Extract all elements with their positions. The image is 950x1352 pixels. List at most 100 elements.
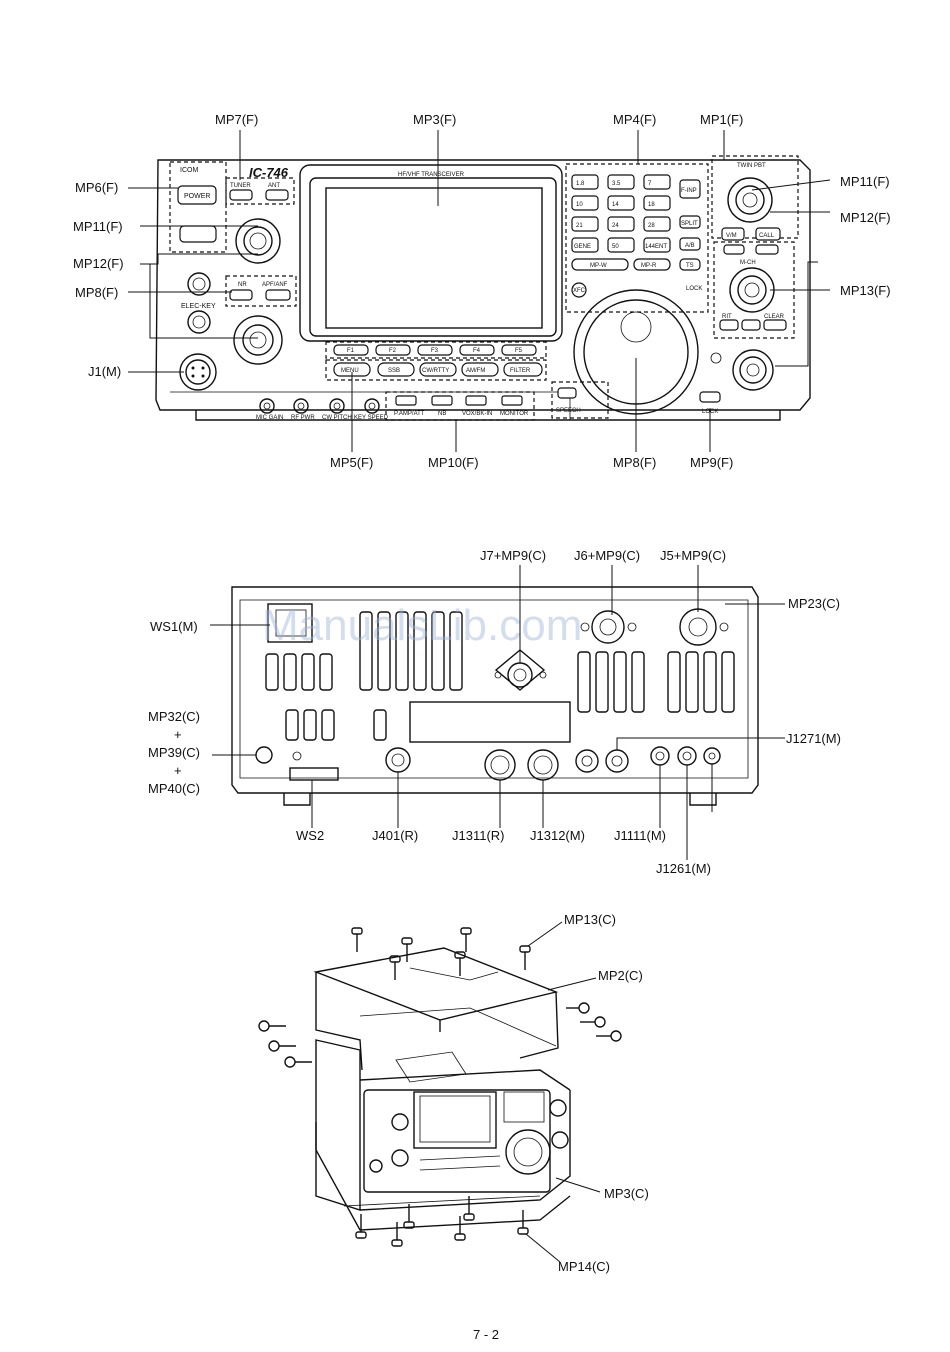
power-button bbox=[177, 185, 217, 205]
key-10: 10 bbox=[576, 202, 583, 208]
am-fm-label: AM/FM bbox=[466, 368, 485, 374]
key-28: 28 bbox=[648, 223, 655, 229]
monitor-label: MONITOR bbox=[500, 411, 529, 417]
band-keypad: 1.8 3.5 7 10 14 18 21 24 28 GENE 50 144E… bbox=[571, 174, 702, 298]
ab-label: A/B bbox=[685, 243, 695, 249]
callout-mp6: MP6(F) bbox=[75, 180, 118, 195]
bottom-button-row: P.AMP/ATT NB VOX/BK-IN MONITOR bbox=[394, 395, 529, 417]
callout-j1111: J1111(M) bbox=[614, 828, 666, 843]
lower-knob-row: MIC GAIN RF PWR CW PITCH KEY SPEED bbox=[256, 398, 389, 421]
ssb-label: SSB bbox=[388, 368, 400, 374]
rear-panel-drawing bbox=[231, 586, 759, 806]
callout-mp8-left: MP8(F) bbox=[75, 285, 118, 300]
callout-j7: J7+MP9(C) bbox=[480, 548, 546, 563]
ant-label: ANT bbox=[268, 183, 280, 189]
callout-mp40: MP40(C) bbox=[148, 781, 200, 796]
callout-mp13: MP13(F) bbox=[840, 283, 891, 298]
speech-label: SPEECH bbox=[556, 408, 581, 414]
rf-pwr-label: RF PWR bbox=[291, 415, 315, 421]
mp-w-label: MP-W bbox=[590, 263, 607, 269]
filter-label: FILTER bbox=[510, 368, 531, 374]
page-number: 7 - 2 bbox=[473, 1327, 499, 1342]
key-50: 50 bbox=[612, 244, 619, 250]
callout-j6: J6+MP9(C) bbox=[574, 548, 640, 563]
key-14: 14 bbox=[612, 202, 619, 208]
callout-mp4: MP4(F) bbox=[613, 112, 656, 127]
callout-j1312: J1312(M) bbox=[530, 828, 585, 843]
f5-label: F5 bbox=[515, 348, 523, 354]
callout-j1311: J1311(R) bbox=[452, 828, 505, 843]
lock-indicator-label: LOCK bbox=[686, 286, 702, 292]
f1-label: F1 bbox=[347, 348, 355, 354]
callout-ws1: WS1(M) bbox=[150, 619, 198, 634]
key-24: 24 bbox=[612, 223, 619, 229]
key-144ent: 144ENT bbox=[645, 244, 667, 250]
callout-mp10: MP10(F) bbox=[428, 455, 479, 470]
callout-mp11-right: MP11(F) bbox=[840, 174, 890, 189]
power-label: POWER bbox=[184, 193, 210, 200]
clear-label: CLEAR bbox=[764, 314, 785, 320]
callout-mp7: MP7(F) bbox=[215, 112, 258, 127]
m-ch-label: M-CH bbox=[740, 260, 756, 266]
callout-j1271: J1271(M) bbox=[786, 731, 841, 746]
callout-mp12-right: MP12(F) bbox=[840, 210, 891, 225]
callout-j1: J1(M) bbox=[88, 364, 121, 379]
apf-anf-label: APF/ANF bbox=[262, 282, 288, 288]
f2-label: F2 bbox=[389, 348, 397, 354]
model-name: IC-746 bbox=[249, 165, 289, 180]
key-1-8: 1.8 bbox=[576, 181, 585, 187]
key-21: 21 bbox=[576, 223, 583, 229]
twin-pbt-label: TWIN PBT bbox=[737, 163, 766, 169]
key-7: 7 bbox=[648, 181, 652, 187]
f4-label: F4 bbox=[473, 348, 481, 354]
exploded-callout-leaders bbox=[525, 921, 601, 1263]
callout-mp3-exploded: MP3(C) bbox=[604, 1186, 649, 1201]
xfc-label: XFC bbox=[573, 288, 586, 294]
callout-plus-2: + bbox=[174, 763, 182, 778]
display-caption: HF/VHF TRANSCEIVER bbox=[398, 172, 465, 178]
callout-mp1: MP1(F) bbox=[700, 112, 743, 127]
f3-label: F3 bbox=[431, 348, 439, 354]
callout-mp11-left: MP11(F) bbox=[73, 219, 123, 234]
f-inp-label: F-INP bbox=[681, 188, 697, 194]
rear-callout-leaders bbox=[210, 565, 785, 860]
split-label: SPLIT bbox=[681, 221, 698, 227]
exploded-view-drawing bbox=[258, 927, 622, 1247]
callout-mp13-exploded: MP13(C) bbox=[564, 912, 616, 927]
callout-mp8-bottom: MP8(F) bbox=[613, 455, 656, 470]
f-key-row: F1 F2 F3 F4 F5 bbox=[333, 344, 537, 356]
callout-j401: J401(R) bbox=[372, 828, 418, 843]
key-gene: GENE bbox=[574, 244, 591, 250]
front-panel-drawing: ICOM IC-746 POWER TUNER ANT ELEC-KEY NR … bbox=[155, 155, 811, 421]
mp-r-label: MP-R bbox=[641, 263, 657, 269]
mode-key-row: MENU SSB CW/RTTY AM/FM FILTER bbox=[333, 362, 543, 377]
brand-logo: ICOM bbox=[180, 167, 198, 174]
cw-pitch-label: CW PITCH bbox=[322, 415, 352, 421]
nr-label: NR bbox=[238, 282, 247, 288]
callout-mp12-left: MP12(F) bbox=[73, 256, 124, 271]
screws-bottom bbox=[355, 1196, 529, 1247]
callout-mp5: MP5(F) bbox=[330, 455, 373, 470]
elec-key-label: ELEC-KEY bbox=[181, 303, 216, 310]
pamp-att-label: P.AMP/ATT bbox=[394, 411, 425, 417]
key-3-5: 3.5 bbox=[612, 181, 621, 187]
vox-label: VOX/BK-IN bbox=[462, 411, 492, 417]
tuner-label: TUNER bbox=[230, 183, 251, 189]
menu-label: MENU bbox=[341, 368, 359, 374]
nb-label: NB bbox=[438, 411, 446, 417]
vent-slots bbox=[265, 611, 735, 741]
callout-mp32: MP32(C) bbox=[148, 709, 200, 724]
key-18: 18 bbox=[648, 202, 655, 208]
cw-rtty-label: CW/RTTY bbox=[422, 368, 449, 374]
callout-mp9: MP9(F) bbox=[690, 455, 733, 470]
callout-mp14-exploded: MP14(C) bbox=[558, 1259, 610, 1274]
front-callout-leaders bbox=[128, 130, 831, 452]
screws-side bbox=[258, 1002, 622, 1068]
callout-mp2-exploded: MP2(C) bbox=[598, 968, 643, 983]
callout-plus-1: + bbox=[174, 727, 182, 742]
vm-label: V/M bbox=[726, 233, 737, 239]
screws-top bbox=[351, 927, 531, 980]
key-speed-label: KEY SPEED bbox=[354, 415, 389, 421]
callout-mp23: MP23(C) bbox=[788, 596, 840, 611]
